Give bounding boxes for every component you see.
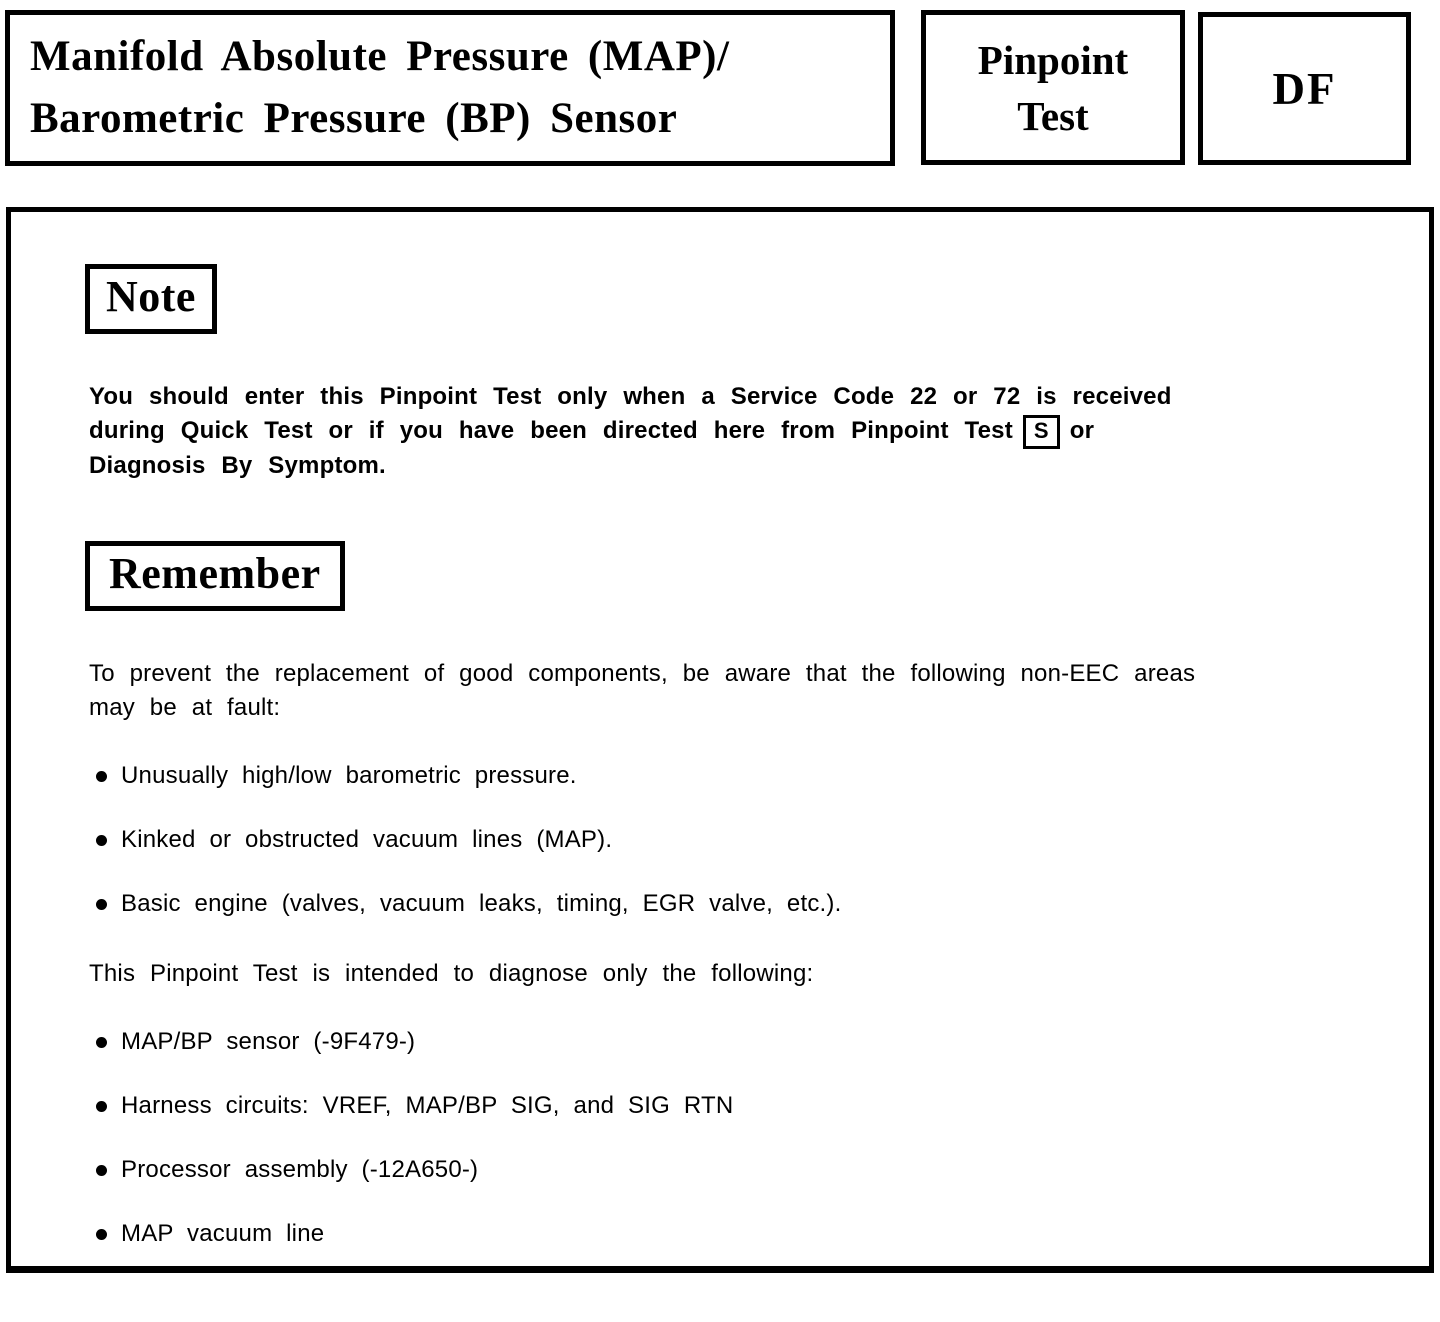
remember-label-box: Remember [85, 541, 345, 611]
pinpoint-label-line-1: Pinpoint [977, 36, 1129, 83]
note-paragraph-line-3: Diagnosis By Symptom. [89, 452, 386, 479]
list-item-text: MAP/BP sensor (-9F479-) [121, 1028, 416, 1055]
note-line-2-text: during Quick Test or if you have been di… [89, 417, 1013, 444]
list-item-text: Unusually high/low barometric pressure. [121, 762, 577, 789]
boxed-test-letter: S [1022, 415, 1060, 449]
note-paragraph: You should enter this Pinpoint Test only… [89, 380, 1319, 483]
list-item-text: Processor assembly (-12A650-) [121, 1156, 479, 1183]
list-item: Processor assembly (-12A650-) [91, 1157, 1321, 1183]
page-title-line-1: Manifold Absolute Pressure (MAP)/ [30, 33, 730, 80]
test-code-box: DF [1198, 12, 1411, 165]
bullet-icon [96, 1101, 107, 1112]
page-title-line-2: Barometric Pressure (BP) Sensor [30, 95, 678, 142]
list-item: Kinked or obstructed vacuum lines (MAP). [91, 827, 1321, 853]
remember-label: Remember [109, 549, 321, 598]
bullet-icon [96, 771, 107, 782]
list-item-text: Harness circuits: VREF, MAP/BP SIG, and … [121, 1092, 734, 1119]
bullet-icon [96, 1229, 107, 1240]
bullet-icon [96, 899, 107, 910]
document-title-box: Manifold Absolute Pressure (MAP)/ Barome… [5, 10, 895, 166]
list-item: MAP/BP sensor (-9F479-) [91, 1029, 1321, 1055]
note-label: Note [106, 272, 196, 321]
note-label-box: Note [85, 264, 217, 334]
note-line-2-tail: or [1069, 417, 1095, 444]
note-paragraph-line-2: during Quick Test or if you have been di… [89, 414, 1319, 449]
note-paragraph-line-1: You should enter this Pinpoint Test only… [89, 383, 1172, 410]
pinpoint-test-box: Pinpoint Test [921, 10, 1185, 165]
list-item-text: Kinked or obstructed vacuum lines (MAP). [121, 826, 613, 853]
list-item: Basic engine (valves, vacuum leaks, timi… [91, 891, 1321, 917]
pinpoint-label-line-2: Test [1017, 92, 1089, 139]
page-header: Manifold Absolute Pressure (MAP)/ Barome… [5, 10, 1435, 166]
list-item: MAP vacuum line [91, 1221, 1321, 1247]
bullet-icon [96, 835, 107, 846]
fault-areas-list: Unusually high/low barometric pressure. … [91, 763, 1321, 917]
diagnose-targets-list: MAP/BP sensor (-9F479-) Harness circuits… [91, 1029, 1321, 1247]
test-code: DF [1272, 63, 1337, 114]
list-item: Harness circuits: VREF, MAP/BP SIG, and … [91, 1093, 1321, 1119]
diagnose-intro-paragraph: This Pinpoint Test is intended to diagno… [89, 960, 814, 987]
remember-intro-paragraph: To prevent the replacement of good compo… [89, 657, 1329, 725]
list-item-text: MAP vacuum line [121, 1220, 325, 1247]
content-panel: Note You should enter this Pinpoint Test… [6, 207, 1434, 1273]
remember-intro-line-1: To prevent the replacement of good compo… [89, 660, 1196, 687]
list-item: Unusually high/low barometric pressure. [91, 763, 1321, 789]
bullet-icon [96, 1037, 107, 1048]
bullet-icon [96, 1165, 107, 1176]
list-item-text: Basic engine (valves, vacuum leaks, timi… [121, 890, 842, 917]
remember-intro-line-2: may be at fault: [89, 694, 281, 721]
